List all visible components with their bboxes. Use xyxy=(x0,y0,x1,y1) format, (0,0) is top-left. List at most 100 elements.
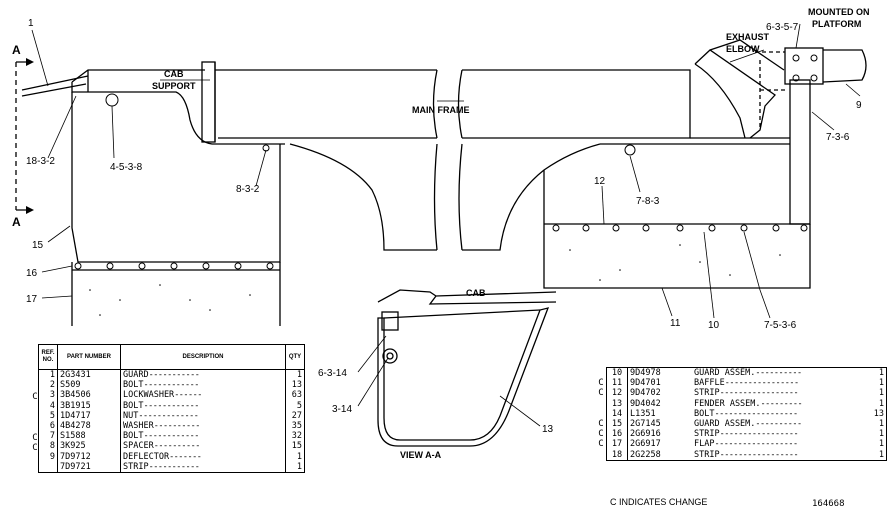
cell-qty: 1 xyxy=(862,388,887,399)
callout-6-3-14: 6-3-14 xyxy=(318,368,347,379)
cell-part: 9D4978 xyxy=(630,368,661,378)
right-guard-panel xyxy=(543,143,811,289)
cell-ref: 6 xyxy=(38,421,58,432)
cell-part: 2G2258 xyxy=(630,449,661,460)
cell-qty: 27 xyxy=(285,410,305,422)
leader-dots: ---------- xyxy=(153,421,201,432)
leader-dots: ----------- xyxy=(148,461,200,472)
frame-flange xyxy=(201,61,216,143)
header-qty: QTY xyxy=(285,344,305,370)
callout-1: 1 xyxy=(28,18,34,29)
leader-dots: ----------------- xyxy=(719,388,799,399)
section-a-top-label: A xyxy=(12,43,21,57)
change-note: C INDICATES CHANGE xyxy=(610,497,708,507)
cell-ref: 12 xyxy=(606,388,628,399)
change-flag: C xyxy=(598,419,604,429)
view-aa-fender xyxy=(377,307,550,447)
leader-dots: ----------------- xyxy=(719,429,799,440)
cell-desc-text: NUT xyxy=(123,410,139,421)
cell-ref: 11 xyxy=(606,378,628,389)
leader-dots: ------------ xyxy=(143,380,199,391)
leader-dots: ------ xyxy=(174,390,202,401)
cell-qty: 1 xyxy=(862,367,887,379)
leader-dots: ---------- xyxy=(755,368,802,378)
table-header-row: REF. NO. PART NUMBER DESCRIPTION QTY xyxy=(38,344,305,370)
main-frame-break xyxy=(432,69,463,139)
support-post xyxy=(789,79,811,225)
cell-part: 7D9721 xyxy=(57,461,121,473)
cell-qty: 13 xyxy=(862,408,887,420)
left-guard-panel xyxy=(71,92,281,263)
cell-desc-text: BOLT xyxy=(123,380,144,391)
cell-desc: FENDER ASSEM.--------- xyxy=(692,399,862,409)
callout-10: 10 xyxy=(708,320,720,331)
header-part: PART NUMBER xyxy=(57,344,121,370)
cell-desc-text: STRIP xyxy=(694,388,720,399)
callout-15: 15 xyxy=(32,240,44,251)
cell-ref: 18 xyxy=(606,449,628,461)
view-aa-label: VIEW A-A xyxy=(400,450,442,460)
cell-desc-text: STRIP xyxy=(694,429,720,440)
header-ref: REF. NO. xyxy=(38,344,58,370)
cell-part: 3B4506 xyxy=(57,390,121,401)
cab-support-label-2: SUPPORT xyxy=(152,81,196,91)
cell-desc: LOCKWASHER------ xyxy=(120,390,286,401)
change-flag: C xyxy=(598,429,604,440)
cell-desc-text: FENDER ASSEM. xyxy=(694,398,761,409)
callout-12: 12 xyxy=(594,176,606,187)
cell-desc-text: STRIP xyxy=(694,449,720,460)
cell-desc: BOLT------------------ xyxy=(692,409,862,419)
cell-desc: SPACER---------- xyxy=(120,441,286,452)
cell-qty: 1 xyxy=(285,369,305,381)
callout-16: 16 xyxy=(26,268,38,279)
cell-qty: 1 xyxy=(285,451,305,462)
change-flag: C xyxy=(32,392,38,403)
leader-dots: ------------- xyxy=(138,410,199,421)
cell-part: 2G6917 xyxy=(630,439,661,450)
cell-desc-text: LOCKWASHER xyxy=(123,390,175,401)
cell-part: 9D4702 xyxy=(630,388,661,399)
leader-dots: ------------ xyxy=(143,400,199,411)
leader-dots: ----------------- xyxy=(719,449,799,460)
guard-arm xyxy=(21,75,89,97)
cell-ref: 8 xyxy=(38,441,58,452)
callout-9: 9 xyxy=(856,100,862,111)
cell-part: 2G7145 xyxy=(630,419,661,430)
cell-qty: 1 xyxy=(862,429,887,440)
cell-desc-text: WASHER xyxy=(123,421,154,432)
exhaust-label-2: ELBOW xyxy=(726,44,760,54)
cell-desc-text: BAFFLE xyxy=(694,378,725,389)
cell-desc: STRIP----------------- xyxy=(692,450,862,461)
cab-label: CAB xyxy=(466,288,486,298)
cell-ref: 14 xyxy=(606,408,628,420)
cell-ref: 17 xyxy=(606,439,628,450)
leader-dots: ---------- xyxy=(153,441,201,452)
cell-part: 3K925 xyxy=(57,441,121,452)
cell-desc: FLAP------------------ xyxy=(692,439,862,449)
platform-bracket xyxy=(784,47,824,85)
cell-qty: 35 xyxy=(285,421,305,432)
change-flag: C xyxy=(598,388,604,399)
change-flag: C xyxy=(32,443,38,454)
cell-qty: 1 xyxy=(862,378,887,389)
cell-qty: 15 xyxy=(285,441,305,452)
callout-18-3-2: 18-3-2 xyxy=(26,156,55,167)
cell-qty: 1 xyxy=(862,398,887,409)
callout-7-8-3: 7-8-3 xyxy=(636,196,660,207)
cell-desc: GUARD ASSEM.---------- xyxy=(692,419,862,429)
cell-qty: 1 xyxy=(285,461,305,473)
cell-part: S1588 xyxy=(57,431,121,442)
cell-ref: 2 xyxy=(38,380,58,391)
